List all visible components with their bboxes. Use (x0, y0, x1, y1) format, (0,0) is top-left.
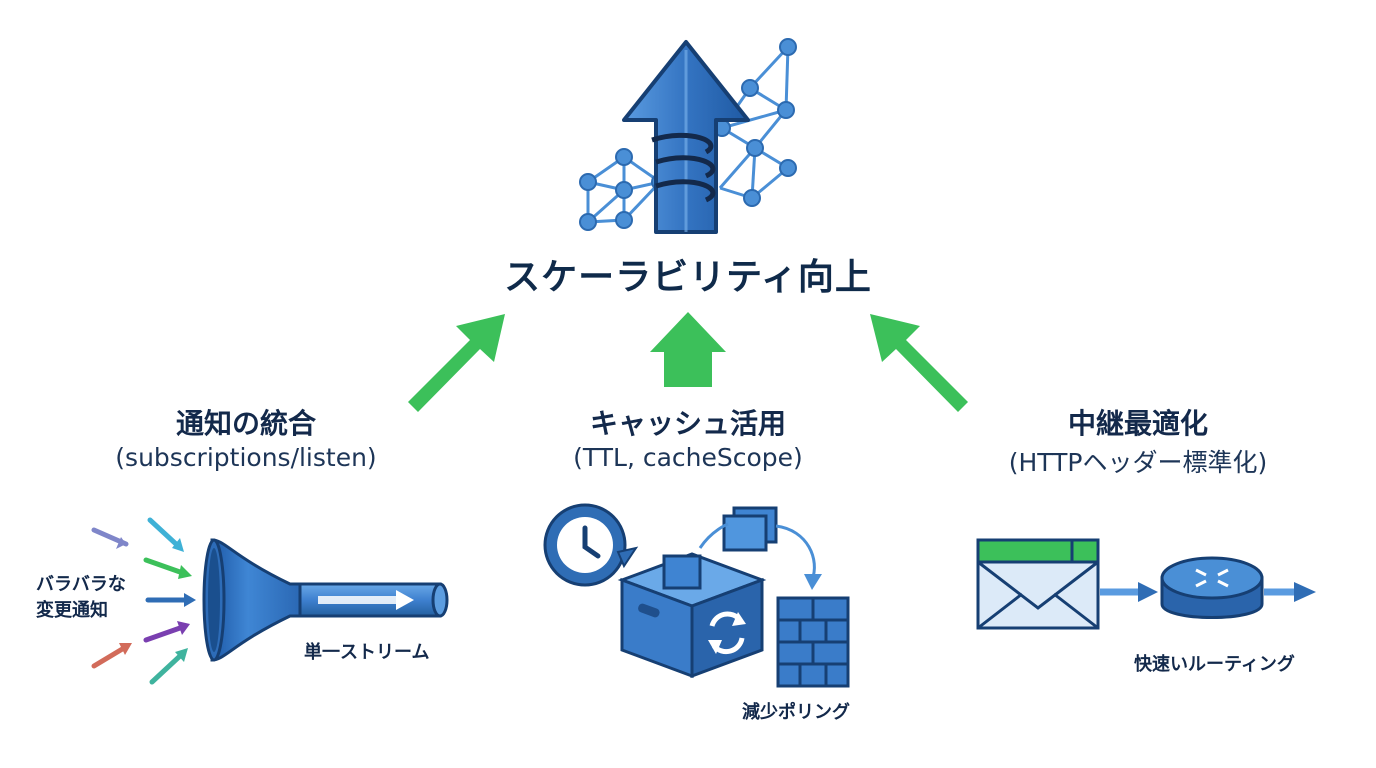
clock-icon (543, 503, 639, 587)
green-arrow-right (870, 314, 968, 412)
green-arrow-left (408, 314, 505, 412)
section-title-notification: 通知の統合 (175, 407, 316, 440)
funnel-icon (91, 517, 449, 685)
section-subtitle-relay: (HTTPヘッダー標準化) (1008, 448, 1268, 477)
section-title-relay: 中継最適化 (1067, 407, 1208, 440)
scalability-network-icon (579, 38, 797, 234)
cache-box-icon (543, 503, 850, 688)
green-arrow-center (650, 312, 726, 387)
router-icon (944, 538, 1316, 630)
section-subtitle-notification: (subscriptions/listen) (115, 443, 377, 472)
label-scattered-notifications: バラバラな 変更通知 (36, 574, 126, 621)
label-single-stream: 単一ストリーム (304, 642, 430, 663)
label-reduced-polling: 減少ポリング (742, 702, 850, 723)
section-subtitle-cache: (TTL, cacheScope) (573, 443, 803, 472)
main-title: スケーラビリティ向上 (504, 257, 872, 298)
label-fast-routing: 快速いルーティング (1134, 654, 1295, 675)
section-title-cache: キャッシュ活用 (589, 407, 786, 440)
